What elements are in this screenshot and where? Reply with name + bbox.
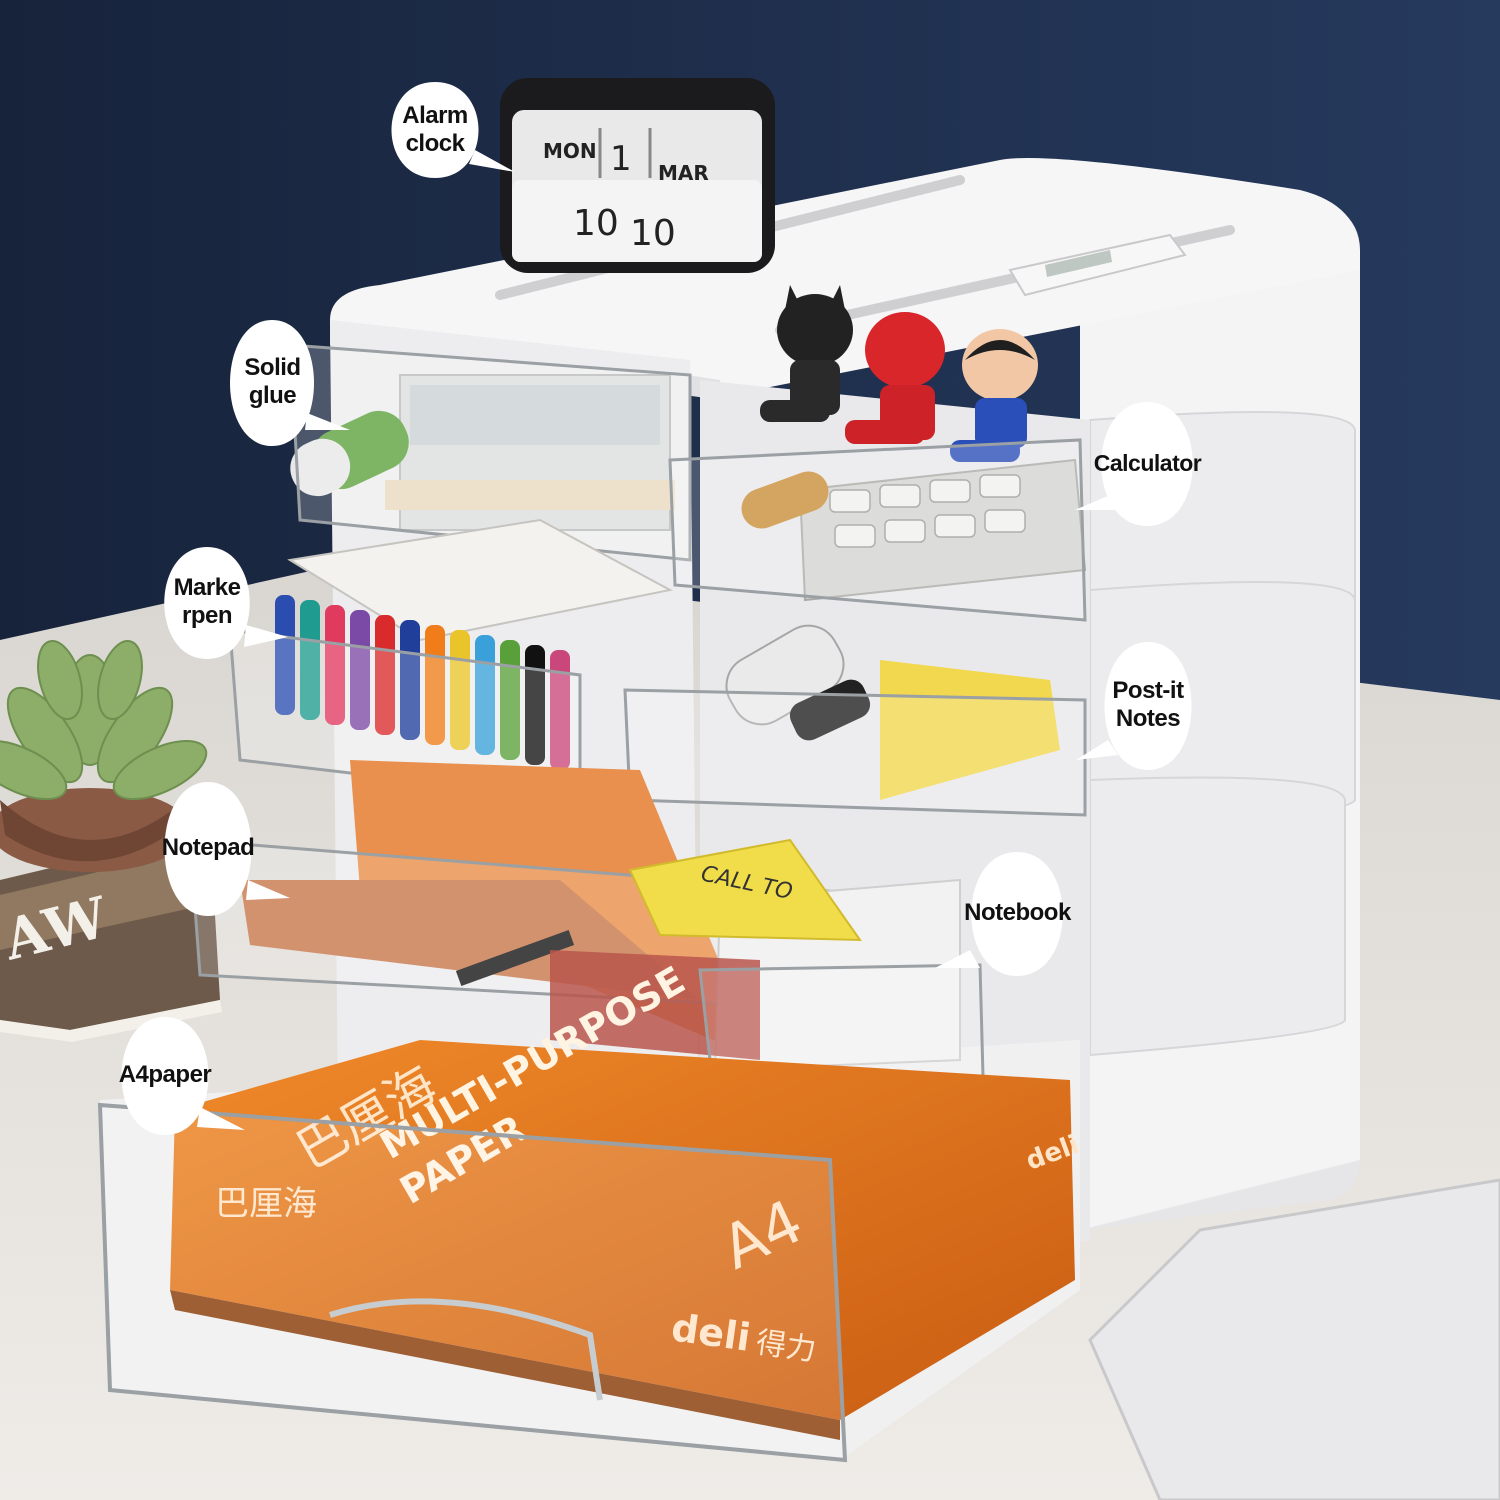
callout-label: Notebook	[964, 899, 1071, 926]
speech-bubble-icon	[164, 782, 290, 916]
callout-post-it-notes: Post-it Notes	[1076, 640, 1208, 775]
usb-drive	[1008, 233, 1187, 297]
clock-day: MON	[543, 139, 597, 163]
clock-minute: 10	[630, 213, 676, 254]
speech-bubble-icon	[1075, 402, 1193, 526]
callout-notebook: Notebook	[935, 850, 1080, 980]
alarm-clock: MON 1 MAR 10 10	[500, 78, 775, 273]
callout-label: Post-it Notes	[1112, 677, 1184, 732]
speech-bubble-icon	[391, 82, 515, 178]
paper-cn-title-front: 巴厘海	[215, 1184, 317, 1224]
clock-date: 1	[610, 139, 632, 179]
callout-solid-glue: Solid glue	[215, 318, 350, 453]
callout-label: A4paper	[118, 1061, 212, 1088]
callout-notepad: Notepad	[148, 780, 290, 920]
speech-bubble-icon	[1076, 642, 1192, 770]
paper-brand-cn: 得力	[754, 1325, 818, 1368]
callout-alarm-clock: Alarm clock	[375, 80, 515, 185]
laptop	[1088, 1178, 1500, 1500]
clock-hour: 10	[573, 203, 619, 244]
superhero-figurines	[760, 285, 1038, 462]
callout-label: Marke rpen	[173, 574, 241, 629]
callout-label: Alarm clock	[402, 102, 468, 157]
drawer-a4-paper: 巴厘海 MULTI-PURPOSE PAPER 巴厘海 A4 deli 得力 d…	[97, 958, 1083, 1463]
callout-marker-pen: Marke rpen	[148, 545, 288, 663]
callout-a4-paper: A4paper	[105, 1015, 245, 1140]
magazine-stack: AW	[0, 830, 222, 1042]
callout-label: Solid glue	[244, 354, 301, 409]
speech-bubble-icon	[121, 1017, 245, 1135]
drawer-post-it	[623, 624, 1087, 817]
drawer-marker-pens	[228, 518, 673, 802]
drawer-top-right	[668, 438, 1087, 622]
callout-label: Calculator	[1093, 449, 1202, 476]
speech-bubble-icon	[230, 320, 350, 446]
callout-label: Notepad	[161, 834, 255, 861]
callout-calculator: Calculator	[1075, 400, 1210, 530]
clock-month: MAR	[658, 161, 709, 185]
speech-bubble-icon	[164, 547, 288, 659]
paper-brand: deli	[669, 1305, 753, 1360]
succulent-plant	[0, 640, 208, 872]
speech-bubble-icon	[935, 852, 1063, 976]
drawer-top-left	[288, 343, 692, 562]
